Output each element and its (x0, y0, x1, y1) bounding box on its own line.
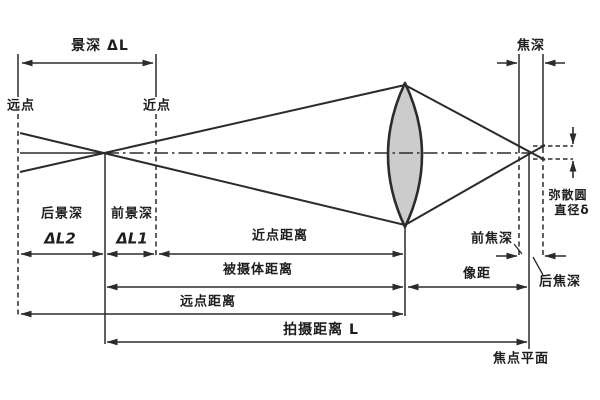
front-dof-symbol: ΔL1 (116, 229, 148, 248)
lens-shape (386, 81, 424, 229)
subject-distance-label: 被摄体距离 (222, 262, 294, 278)
rear-dof-symbol: ΔL2 (44, 229, 76, 248)
far-point-label: 远点 (6, 98, 36, 114)
far-point-distance-label: 远点距离 (179, 294, 237, 310)
focal-depth-label: 焦深 (516, 38, 546, 54)
near-point-distance-label: 近点距离 (251, 228, 309, 244)
reference-lines (17, 54, 544, 349)
rear-focal-depth-label: 后焦深 (538, 274, 582, 290)
blur-circle-extensions (533, 145, 573, 160)
shooting-distance-label: 拍摄距离 L (283, 322, 359, 338)
circle-of-confusion-label-line1: 弥散圆 (548, 188, 588, 202)
leader-lines (513, 243, 544, 276)
rear-dof-label: 后景深 (40, 206, 84, 222)
focal-plane-label: 焦点平面 (492, 351, 550, 367)
circle-of-confusion-label-line2: 直径δ (554, 203, 590, 217)
front-focal-depth-label: 前焦深 (470, 231, 514, 247)
front-dof-label: 前景深 (110, 206, 154, 222)
dimension-arrows (20, 59, 577, 346)
light-rays (19, 84, 546, 226)
depth-of-field-label: 景深 ΔL (71, 38, 129, 54)
image-distance-label: 像距 (462, 266, 492, 282)
near-point-label: 近点 (142, 98, 172, 114)
